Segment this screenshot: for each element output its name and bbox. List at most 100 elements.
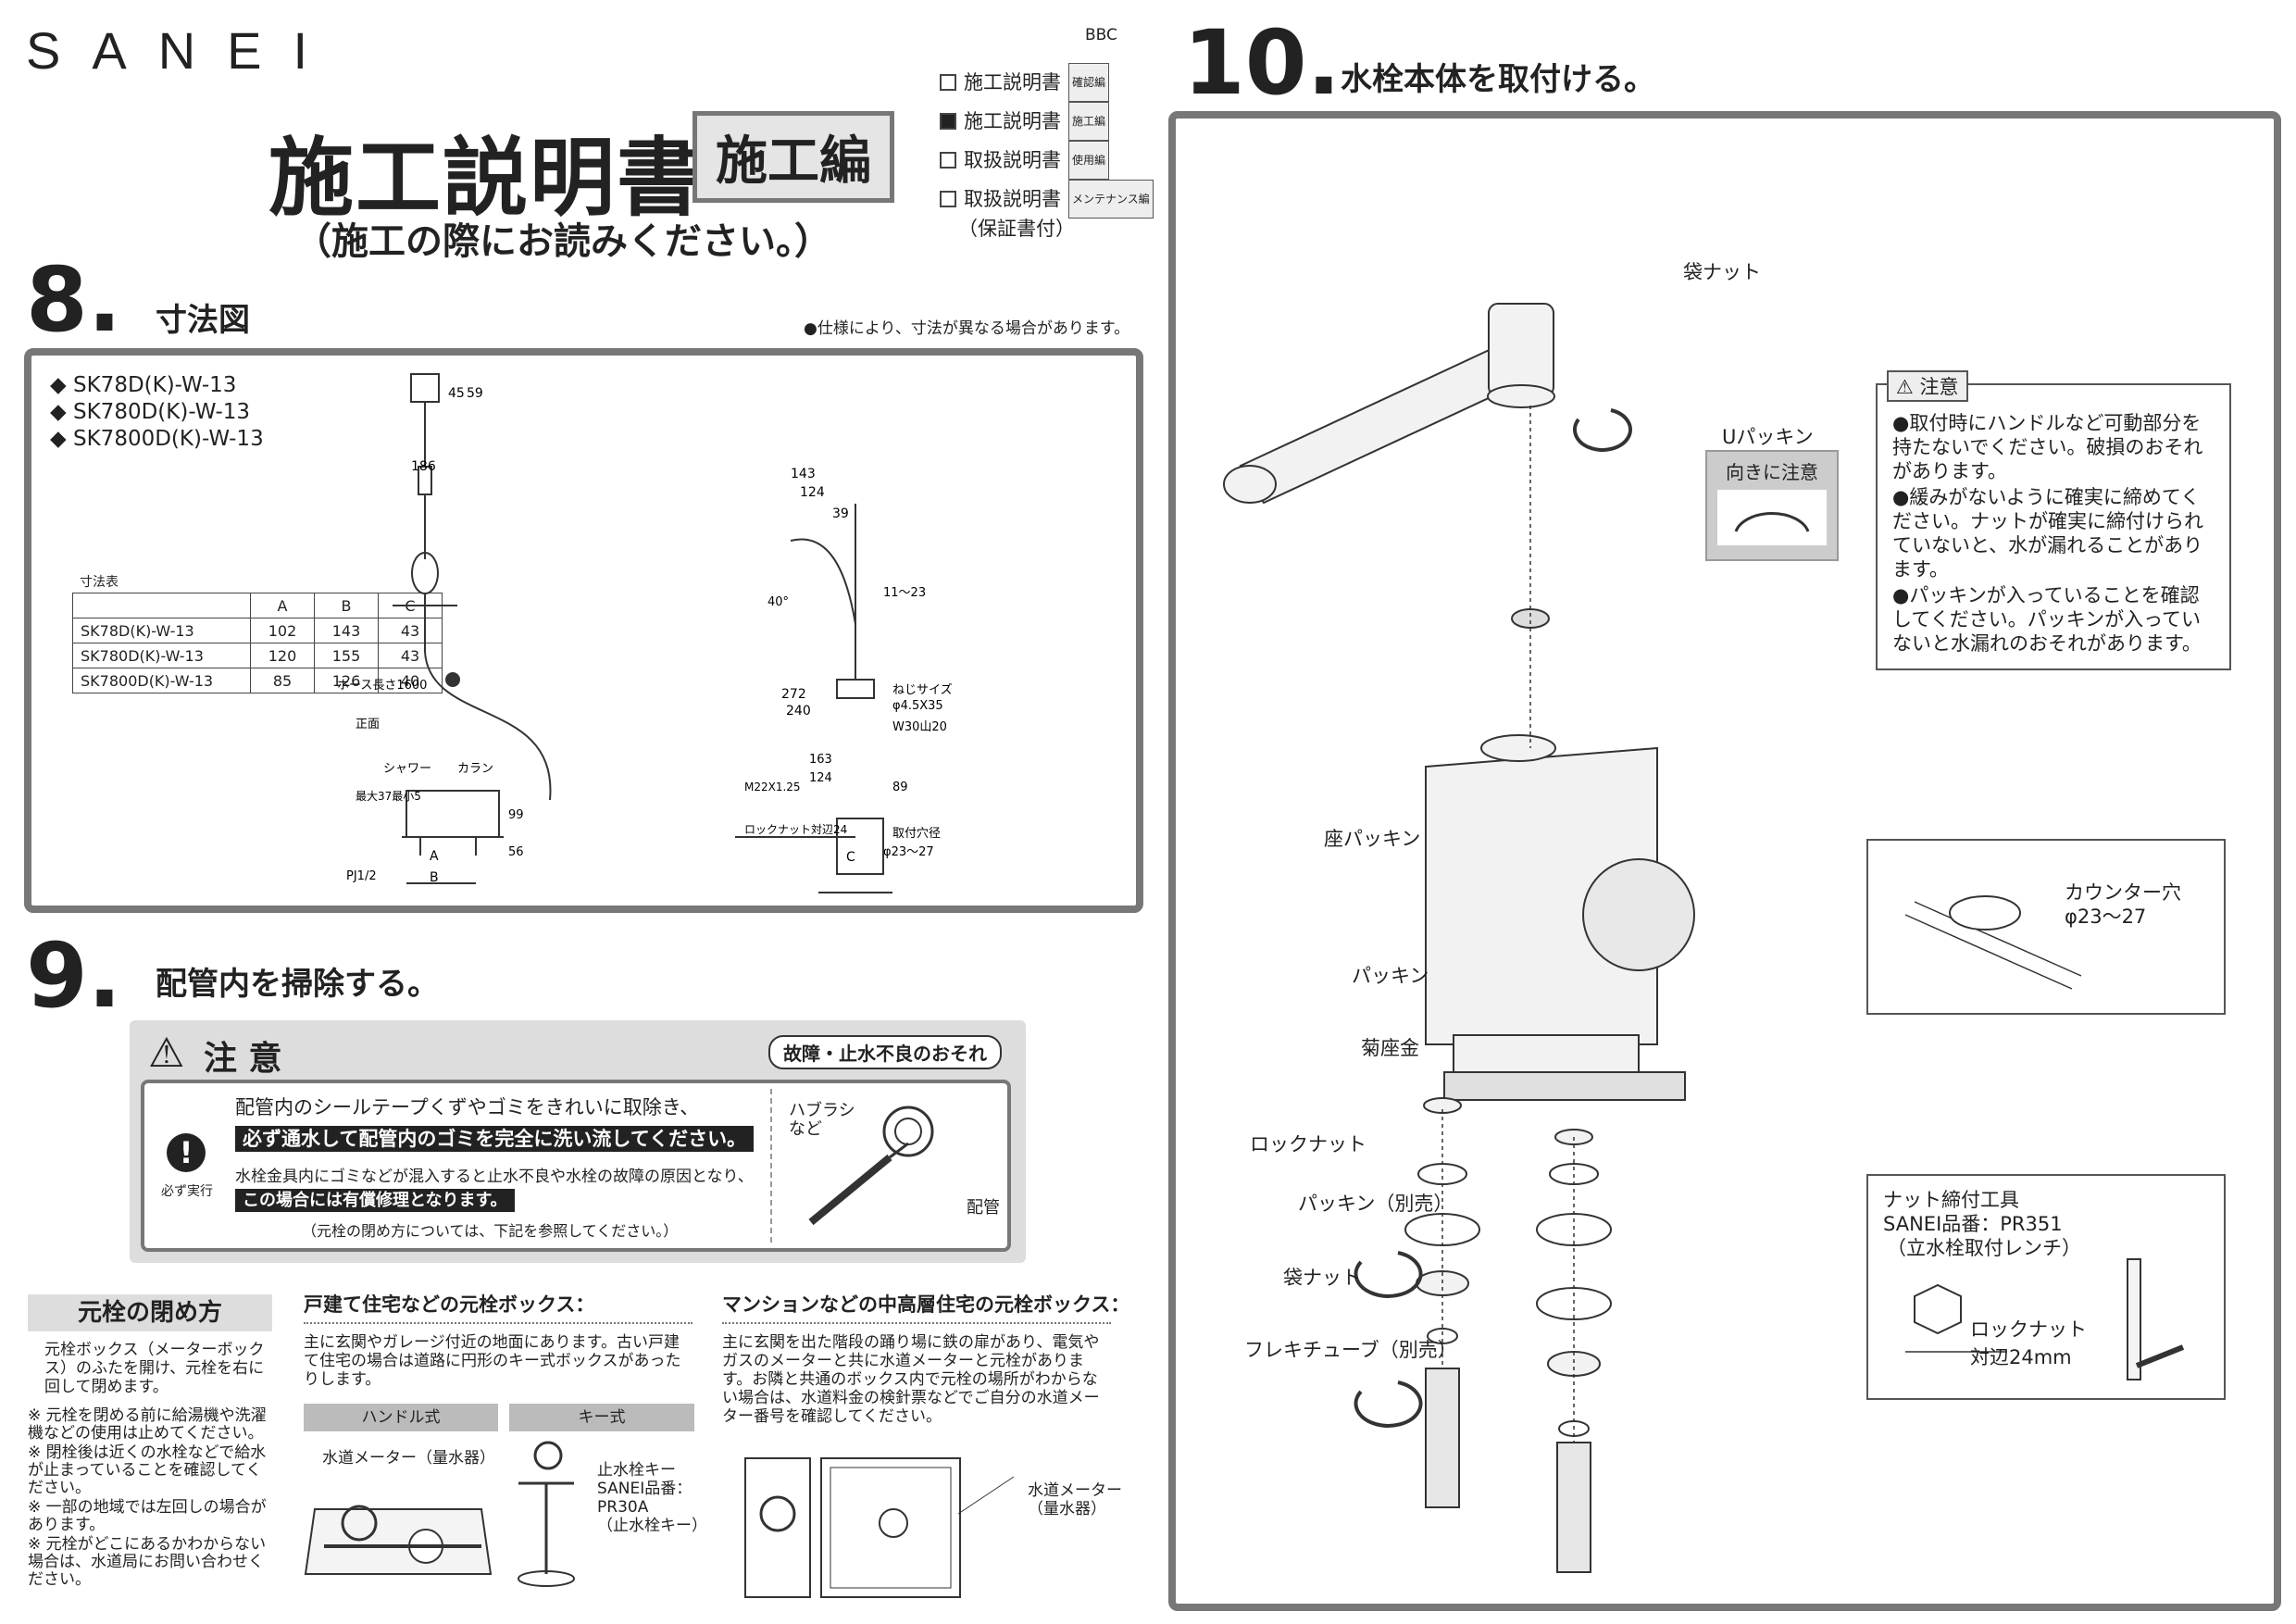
document-list: 施工説明書確認編 施工説明書施工編 取扱説明書使用編 取扱説明書メンテナンス編 …	[940, 63, 1154, 239]
checkbox-icon	[940, 152, 956, 169]
dim-240: 240	[786, 704, 811, 718]
counter-hole-size: φ23～27	[2065, 906, 2147, 928]
u-packing-detail: 向きに注意	[1705, 450, 1839, 561]
counter-hole-label: カウンター穴	[2065, 881, 2181, 904]
wrench-illustration	[1905, 1258, 2185, 1380]
dim-186: 186	[411, 459, 436, 474]
hole-size: φ23～27	[883, 845, 934, 859]
page-subtitle: （施工の際にお読みください。）	[294, 220, 831, 263]
caution-list: ●取付時にハンドルなど可動部分を持たないでください。破損のおそれがあります。 ●…	[1892, 411, 2218, 656]
table-cell: SK780D(K)-W-13	[72, 643, 251, 668]
key-label: 止水栓キー SANEI品番： PR30A （止水栓キー）	[597, 1461, 707, 1535]
house-box-title: 戸建て住宅などの元栓ボックス：	[304, 1293, 595, 1316]
caution-heading-text: 注意	[1919, 376, 1959, 398]
dim-163: 163	[809, 753, 832, 767]
lock-nut-label: ロックナット	[1250, 1133, 1366, 1156]
faucet-exploded-diagram	[1223, 303, 1695, 1573]
valve-section-title: 元栓の閉め方	[28, 1294, 272, 1331]
u-packing-icon	[1734, 512, 1810, 532]
caution-divider	[770, 1089, 772, 1243]
angle-40: 40°	[767, 595, 789, 609]
key-illustration	[518, 1441, 575, 1587]
key-type-header: キー式	[509, 1404, 694, 1431]
tool-nut-label: ロックナット	[1970, 1318, 2087, 1341]
locknut-label: ロックナット対辺24	[744, 823, 847, 836]
pj-label: PJ1/2	[346, 869, 377, 883]
dim-a: A	[430, 849, 439, 864]
valve-note: ※ 閉栓後は近くの水栓などで給水が止まっていることを確認してください。	[28, 1443, 267, 1497]
side-view-drawing: 143 124 39 11～23 40° ねじサイズ φ4.5X35 272 2…	[735, 467, 953, 893]
dim-272: 272	[781, 687, 806, 702]
dimension-table-title: 寸法表	[80, 575, 119, 590]
shower-head-shape	[410, 373, 440, 403]
caution-line-1: 配管内のシールテープくずやゴミをきれいに取除き、	[235, 1096, 700, 1118]
checkbox-icon	[940, 191, 956, 207]
caution-inner: ! 必ず実行 配管内のシールテープくずやゴミをきれいに取除き、 必ず通水して配管…	[141, 1080, 1011, 1252]
table-row: SK7800D(K)-W-13 85 126 40	[72, 668, 443, 693]
rotate-arrow-icon	[1354, 1380, 1423, 1428]
table-cell: SK78D(K)-W-13	[72, 618, 251, 643]
checkbox-icon	[940, 74, 956, 91]
caution-line-4: この場合には有償修理となります。	[235, 1189, 515, 1212]
handle-meter-illustration	[304, 1505, 493, 1575]
table-cell: 43	[378, 618, 443, 643]
hose-line	[424, 651, 552, 801]
max-range: 最大37最小5	[356, 790, 421, 803]
house-divider	[304, 1322, 693, 1324]
mansion-meter-label: 水道メーター （量水器）	[1028, 1481, 1122, 1518]
checkbox-checked-icon	[940, 113, 956, 130]
tool-title: ナット締付工具	[1883, 1189, 2019, 1211]
mansion-box-text: 主に玄関を出た階段の踊り場に鉄の扉があり、電気やガスのメーターと共に水道メーター…	[722, 1333, 1100, 1426]
valve-note: ※ 元栓を閉める前に給湯機や洗濯機などの使用は止めてください。	[28, 1406, 267, 1443]
valve-intro: 元栓ボックス（メーターボックス）のふたを開け、元栓を右に回して閉めます。	[44, 1341, 265, 1396]
must-do-icon: !	[167, 1133, 206, 1172]
dim-39: 39	[832, 506, 849, 521]
warning-triangle-icon: ⚠	[148, 1030, 185, 1077]
brush-label: ハブラシ など	[789, 1101, 855, 1139]
section-10-title: 水栓本体を取付ける。	[1341, 61, 1655, 98]
flexi-tube-right	[1556, 1442, 1591, 1573]
dim-143: 143	[791, 467, 816, 481]
table-row: SK780D(K)-W-13 120 155 43	[72, 643, 443, 668]
model-item: ◆ SK7800D(K)-W-13	[50, 427, 264, 451]
table-cell: 102	[250, 618, 315, 643]
u-packing-ring	[1511, 608, 1550, 629]
rotate-arrow-icon	[1354, 1251, 1423, 1298]
model-item: ◆ SK780D(K)-W-13	[50, 400, 251, 424]
doc-list-item: 施工説明書確認編	[940, 63, 1154, 102]
table-cell: 155	[314, 643, 379, 668]
brush-pipe-illustration	[808, 1106, 934, 1226]
tool-code: SANEI品番：PR351	[1883, 1213, 2063, 1235]
packing-ring	[1417, 1163, 1467, 1185]
doc-label: 施工説明書	[964, 71, 1061, 94]
table-cell: 143	[314, 618, 379, 643]
caution-item: ●パッキンが入っていることを確認してください。パッキンが入っていないと水漏れのお…	[1892, 584, 2202, 655]
table-header	[72, 593, 251, 618]
flexi-tube-label: フレキチューブ（別売）	[1244, 1339, 1457, 1361]
edition-badge: 施工編	[693, 111, 894, 203]
section-9-caution: ⚠ 注 意 故障・止水不良のおそれ ! 必ず実行 配管内のシールテープくずやゴミ…	[130, 1020, 1026, 1263]
dim-124b: 124	[809, 771, 832, 785]
warning-triangle-icon: ⚠	[1896, 376, 1914, 398]
doc-list-note: （保証書付）	[958, 218, 1075, 240]
model-list: ◆ SK78D(K)-W-13 ◆ SK780D(K)-W-13 ◆ SK780…	[50, 372, 264, 453]
flexi-tube-left	[1425, 1368, 1460, 1508]
caution-item: ●取付時にハンドルなど可動部分を持たないでください。破損のおそれがあります。	[1892, 412, 2203, 482]
za-packing-label: 座パッキン	[1324, 828, 1421, 850]
valve-note: ※ 元栓がどこにあるかわからない場合は、水道局にお問い合わせください。	[28, 1535, 267, 1589]
doc-label: 取扱説明書	[964, 188, 1061, 210]
caution-title: 注 意	[204, 1040, 282, 1078]
caution-heading: ⚠ 注意	[1887, 370, 1968, 402]
dim-b: B	[430, 870, 439, 885]
packing-sold-separately-label: パッキン（別売）	[1298, 1193, 1454, 1215]
screw-size: φ4.5X35	[892, 699, 943, 713]
dim-89: 89	[892, 781, 908, 794]
section-10-number: 10.	[1183, 11, 1341, 115]
fukuro-nut-top-label: 袋ナット	[1683, 261, 1761, 283]
doc-tag: 施工編	[1068, 102, 1110, 141]
doc-list-item: 施工説明書施工編	[940, 102, 1154, 141]
dim-c: C	[846, 850, 855, 865]
dim-59: 59	[467, 386, 483, 401]
spout-head	[1488, 303, 1554, 397]
dim-124: 124	[800, 485, 825, 500]
